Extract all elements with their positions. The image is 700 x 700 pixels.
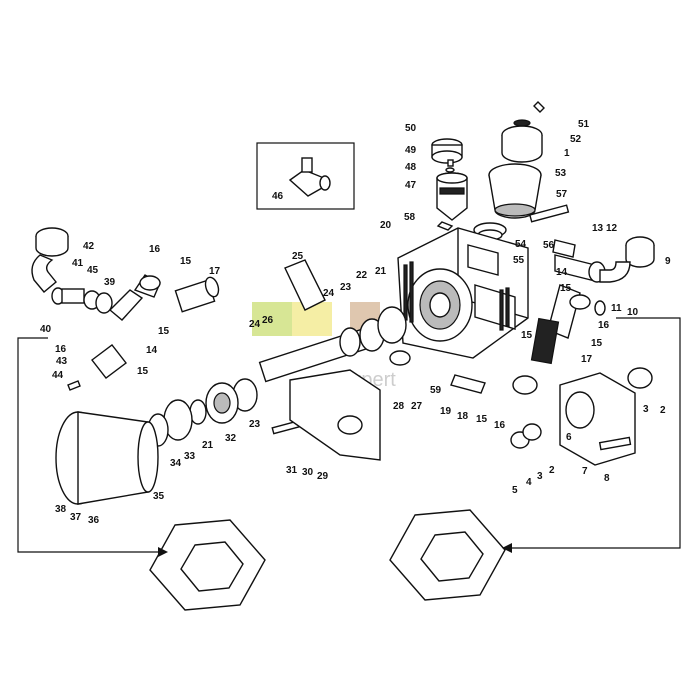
callout-4: 4 xyxy=(526,477,532,488)
callout-16r: 16 xyxy=(598,320,610,331)
callout-14r: 14 xyxy=(556,267,568,278)
right-manifold xyxy=(530,236,655,365)
callout-46: 46 xyxy=(272,191,284,202)
callout-3b: 3 xyxy=(537,471,543,482)
callout-16: 16 xyxy=(149,244,161,255)
callout-37: 37 xyxy=(70,512,82,523)
callout-57: 57 xyxy=(556,189,568,200)
callout-19: 19 xyxy=(440,406,452,417)
callout-15c: 15 xyxy=(137,366,149,377)
arrow-head-left xyxy=(158,547,168,557)
callout-55: 55 xyxy=(513,255,525,266)
left-intake xyxy=(31,227,220,391)
callout-15e: 15 xyxy=(476,414,488,425)
callout-24b: 24 xyxy=(249,319,261,330)
callout-15b: 15 xyxy=(158,326,170,337)
callout-11: 11 xyxy=(611,303,622,314)
callout-31: 31 xyxy=(286,465,298,476)
valve-fitting-46 xyxy=(288,157,331,197)
callout-8: 8 xyxy=(604,473,610,484)
callout-49: 49 xyxy=(405,145,417,156)
callout-33: 33 xyxy=(184,451,196,462)
callout-30: 30 xyxy=(302,467,314,478)
cover-funnel xyxy=(55,411,159,505)
hex-manifold-right xyxy=(389,509,506,601)
arrow-head-right xyxy=(502,543,512,553)
callout-3: 3 xyxy=(643,404,649,415)
callout-38: 38 xyxy=(55,504,67,515)
callout-7: 7 xyxy=(582,466,588,477)
callout-41: 41 xyxy=(72,258,84,269)
callout-26: 26 xyxy=(262,315,274,326)
callout-50: 50 xyxy=(405,123,417,134)
callout-15r2: 15 xyxy=(591,338,603,349)
callout-58: 58 xyxy=(404,212,416,223)
callout-2b: 2 xyxy=(549,465,555,476)
callout-47: 47 xyxy=(405,180,417,191)
callout-28: 28 xyxy=(393,401,405,412)
callout-51: 51 xyxy=(578,119,590,130)
callout-20: 20 xyxy=(380,220,392,231)
callout-59: 59 xyxy=(430,385,442,396)
callout-14: 14 xyxy=(146,345,158,356)
callout-15d: 15 xyxy=(521,330,533,341)
callout-39: 39 xyxy=(104,277,116,288)
callout-52: 52 xyxy=(570,134,582,145)
callout-5: 5 xyxy=(512,485,518,496)
callout-6: 6 xyxy=(566,432,572,443)
callout-36: 36 xyxy=(88,515,100,526)
callout-43: 43 xyxy=(56,356,68,367)
callout-54: 54 xyxy=(515,239,527,250)
shaft-assembly xyxy=(147,259,407,461)
callout-48: 48 xyxy=(405,162,417,173)
callout-45: 45 xyxy=(87,265,99,276)
callout-18: 18 xyxy=(457,411,469,422)
callout-17: 17 xyxy=(209,266,221,277)
pump-body xyxy=(397,227,529,359)
connector-arrows xyxy=(17,317,681,557)
callout-56: 56 xyxy=(543,240,555,251)
callout-2: 2 xyxy=(660,405,666,416)
callout-10: 10 xyxy=(627,307,639,318)
callout-35: 35 xyxy=(153,491,165,502)
hex-manifold-left xyxy=(149,519,266,611)
inset-box xyxy=(256,142,355,210)
callout-1: 1 xyxy=(564,148,570,159)
callout-42: 42 xyxy=(83,241,95,252)
callout-44: 44 xyxy=(52,370,64,381)
callout-12: 12 xyxy=(606,223,618,234)
callout-32: 32 xyxy=(225,433,237,444)
callout-13: 13 xyxy=(592,223,604,234)
valve-block xyxy=(389,350,653,466)
callout-40: 40 xyxy=(40,324,52,335)
callout-15a: 15 xyxy=(180,256,192,267)
callout-16b: 16 xyxy=(55,344,67,355)
watermark-green-block xyxy=(252,302,292,336)
callout-23: 23 xyxy=(340,282,352,293)
callout-17r: 17 xyxy=(581,354,593,365)
callout-53: 53 xyxy=(555,168,567,179)
callout-21b: 21 xyxy=(202,440,214,451)
watermark-yellow-block xyxy=(292,302,332,336)
callout-22: 22 xyxy=(356,270,368,281)
callout-9: 9 xyxy=(665,256,671,267)
callout-34: 34 xyxy=(170,458,182,469)
cap-assembly xyxy=(431,101,570,241)
callout-29: 29 xyxy=(317,471,329,482)
callout-16c: 16 xyxy=(494,420,506,431)
callout-25: 25 xyxy=(292,251,304,262)
callout-21: 21 xyxy=(375,266,387,277)
callout-27: 27 xyxy=(411,401,423,412)
callout-15r: 15 xyxy=(560,283,572,294)
callout-24: 24 xyxy=(323,288,335,299)
callout-23b: 23 xyxy=(249,419,261,430)
